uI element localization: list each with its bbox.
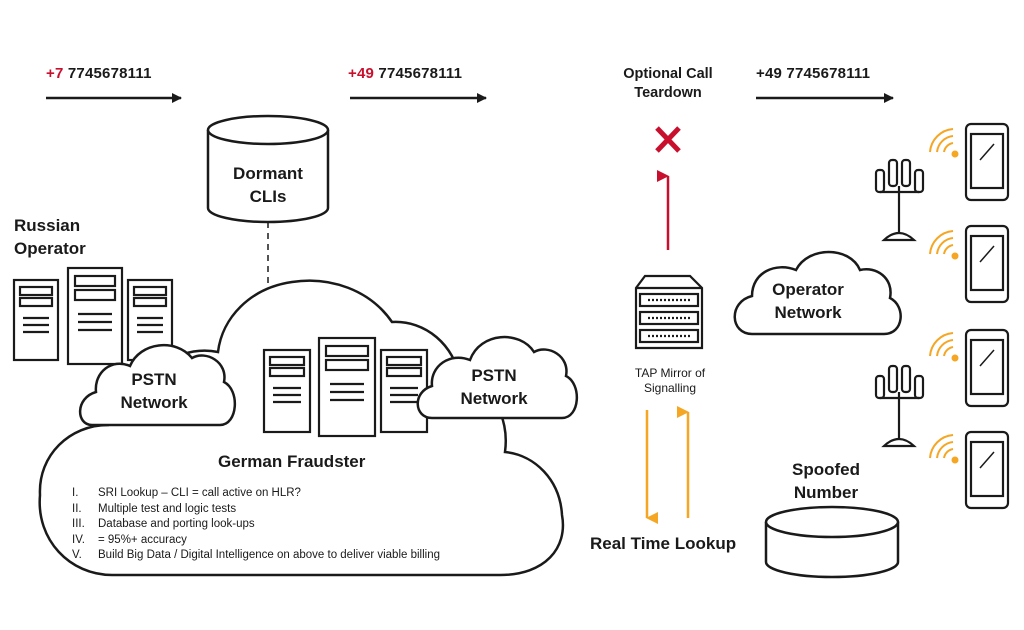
list-item: IV. = 95%+ accuracy — [72, 533, 440, 549]
dormant-clis-label: Dormant CLIs — [208, 162, 328, 208]
pstn-right-label: PSTN Network — [444, 364, 544, 410]
step-text: Multiple test and logic tests — [98, 502, 237, 515]
label-line: Network — [774, 303, 842, 322]
cell-tower-top-icon — [874, 158, 925, 242]
spoofed-number-label: +49 7745678111 — [348, 65, 462, 82]
label-line: PSTN — [471, 366, 517, 385]
teardown-x-icon — [655, 126, 681, 153]
label-line: Dormant — [233, 164, 303, 183]
operator-network-cloud — [733, 250, 902, 336]
label-line: Signalling — [643, 381, 697, 395]
signal-icon — [929, 332, 959, 362]
pstn-left-cloud — [78, 344, 237, 427]
list-item: II. Multiple test and logic tests — [72, 502, 440, 518]
number-digits: +49 7745678111 — [756, 65, 871, 82]
list-item: I. SRI Lookup – CLI = call active on HLR? — [72, 486, 440, 502]
number-digits: 7745678111 — [374, 65, 463, 82]
phone-icon — [964, 224, 1010, 304]
russian-servers-icon — [12, 266, 174, 366]
tap-device-icon — [634, 274, 704, 350]
german-fraudster-label: German Fraudster — [218, 452, 366, 471]
phone-icon — [964, 328, 1010, 408]
pstn-left-label: PSTN Network — [106, 368, 202, 414]
label-line: Optional Call — [623, 66, 713, 82]
signal-icon — [929, 434, 959, 464]
signal-icon — [929, 230, 959, 260]
country-prefix: +7 — [46, 65, 64, 82]
phone-icon — [964, 122, 1010, 202]
label-line: CLIs — [249, 187, 287, 206]
step-text: SRI Lookup – CLI = call active on HLR? — [98, 487, 301, 499]
fraudster-servers-icon — [262, 336, 429, 438]
signal-icon — [929, 128, 959, 158]
label-line: PSTN — [131, 370, 177, 389]
list-item: V. Build Big Data / Digital Intelligence … — [72, 548, 440, 564]
label-line: Operator — [772, 280, 844, 299]
cell-tower-bottom-icon — [874, 364, 925, 448]
destination-number-label: +49 7745678111 — [756, 65, 870, 82]
step-numeral: III. — [72, 518, 85, 530]
operator-network-label: Operator Network — [758, 278, 858, 324]
step-numeral: II. — [72, 502, 82, 515]
pstn-right-cloud — [416, 335, 579, 420]
label-line: Network — [460, 389, 528, 408]
caller-number-label: +7 7745678111 — [46, 65, 152, 82]
label-line: Russian — [14, 216, 81, 235]
list-item: III. Database and porting look-ups — [72, 517, 440, 533]
tap-mirror-label: TAP Mirror of Signalling — [620, 366, 720, 396]
step-text: Build Big Data / Digital Intelligence on… — [98, 549, 441, 561]
step-numeral: V. — [72, 549, 82, 561]
spoofed-number-database-icon — [764, 505, 900, 579]
step-text: = 95%+ accuracy — [98, 533, 187, 546]
spoofed-number-title: Spoofed Number — [774, 458, 878, 504]
number-digits: 7745678111 — [63, 65, 152, 82]
dormant-clis-database-icon — [206, 114, 330, 224]
label-line: Network — [120, 393, 188, 412]
label-line: Spoofed — [792, 460, 860, 479]
label-line: Operator — [14, 239, 86, 258]
label-line: Teardown — [634, 85, 702, 101]
country-prefix: +49 — [348, 65, 375, 82]
step-text: Database and porting look-ups — [98, 518, 255, 530]
label-line: TAP Mirror of — [634, 366, 706, 380]
step-numeral: IV. — [72, 533, 86, 546]
optional-call-teardown-label: Optional Call Teardown — [598, 65, 738, 103]
step-numeral: I. — [72, 487, 79, 499]
russian-operator-label: Russian Operator — [14, 214, 86, 260]
label-line: Number — [793, 483, 859, 502]
phone-icon — [964, 430, 1010, 510]
fraud-steps-list: I. SRI Lookup – CLI = call active on HLR?… — [72, 486, 440, 564]
real-time-lookup-label: Real Time Lookup — [590, 534, 737, 553]
